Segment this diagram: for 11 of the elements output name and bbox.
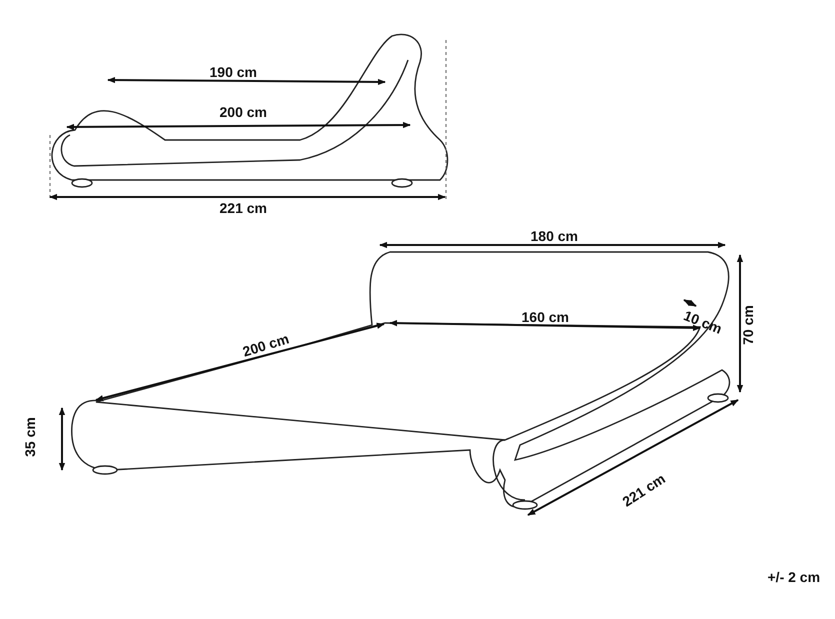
- dimension-label: 221 cm: [618, 470, 668, 510]
- dimension-label: 200 cm: [220, 104, 267, 120]
- dimension-label: 35 cm: [22, 417, 38, 457]
- dimension-label: 10 cm: [681, 307, 724, 337]
- dimension-label: +/- 2 cm: [768, 569, 820, 585]
- dimension-label: 190 cm: [210, 64, 257, 80]
- dimension-label: 200 cm: [240, 330, 290, 360]
- dimension-label: 70 cm: [740, 305, 756, 345]
- dimension-label: 180 cm: [530, 228, 578, 244]
- dimension-label: 160 cm: [522, 309, 569, 325]
- dimension-label: 221 cm: [220, 200, 267, 216]
